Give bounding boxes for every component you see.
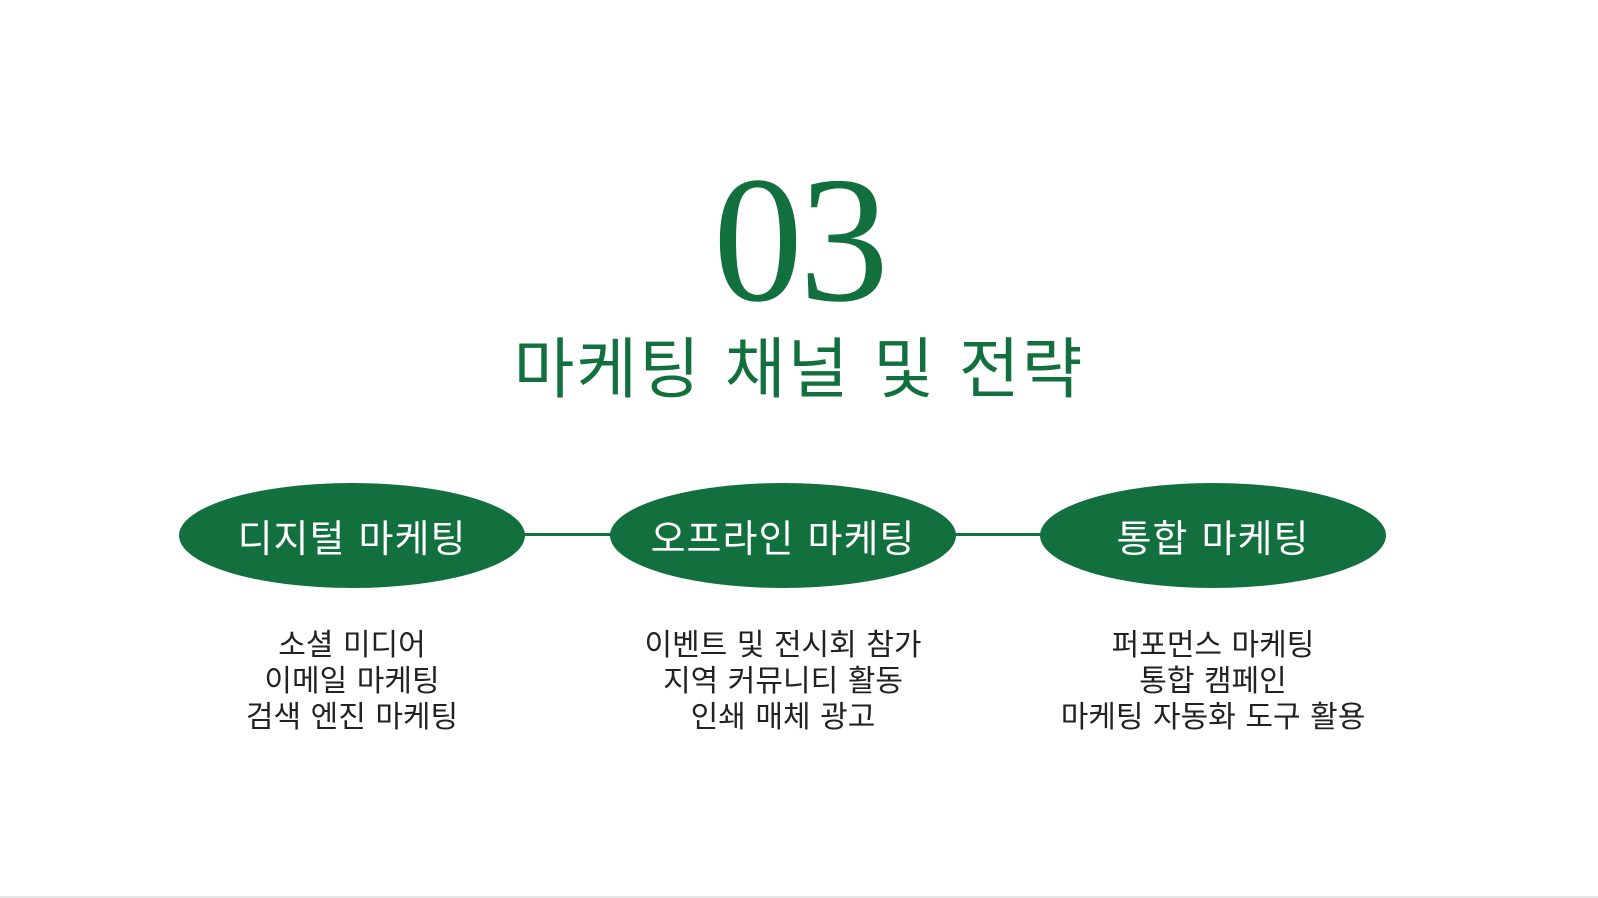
channel-label: 디지털 마케팅 xyxy=(237,517,467,561)
connector-line-2 xyxy=(950,533,1050,536)
channel-label: 통합 마케팅 xyxy=(1116,517,1310,561)
section-number: 03 xyxy=(713,140,889,339)
section-title: 마케팅 채널 및 전략 xyxy=(513,331,1085,408)
list-item: 퍼포먼스 마케팅 xyxy=(1111,628,1315,663)
channel-details-digital: 소셜 미디어 이메일 마케팅 검색 엔진 마케팅 xyxy=(137,628,567,736)
channel-node-offline[interactable]: 오프라인 마케팅 xyxy=(610,483,956,588)
channel-details-integrated: 퍼포먼스 마케팅 통합 캠페인 마케팅 자동화 도구 활용 xyxy=(998,628,1428,736)
channel-label: 오프라인 마케팅 xyxy=(650,517,916,561)
list-item: 통합 캠페인 xyxy=(1139,664,1287,699)
list-item: 검색 엔진 마케팅 xyxy=(245,700,459,735)
list-item: 소셜 미디어 xyxy=(278,628,426,663)
list-item: 마케팅 자동화 도구 활용 xyxy=(1060,700,1366,735)
channel-details-offline: 이벤트 및 전시회 참가 지역 커뮤니티 활동 인쇄 매체 광고 xyxy=(568,628,998,736)
list-item: 인쇄 매체 광고 xyxy=(690,700,876,735)
channel-node-integrated[interactable]: 통합 마케팅 xyxy=(1040,483,1386,588)
connector-line-1 xyxy=(520,533,620,536)
channel-node-digital[interactable]: 디지털 마케팅 xyxy=(179,483,525,588)
list-item: 이메일 마케팅 xyxy=(264,664,440,699)
slide-bottom-edge xyxy=(0,896,1598,898)
list-item: 지역 커뮤니티 활동 xyxy=(663,664,903,699)
list-item: 이벤트 및 전시회 참가 xyxy=(644,628,922,663)
